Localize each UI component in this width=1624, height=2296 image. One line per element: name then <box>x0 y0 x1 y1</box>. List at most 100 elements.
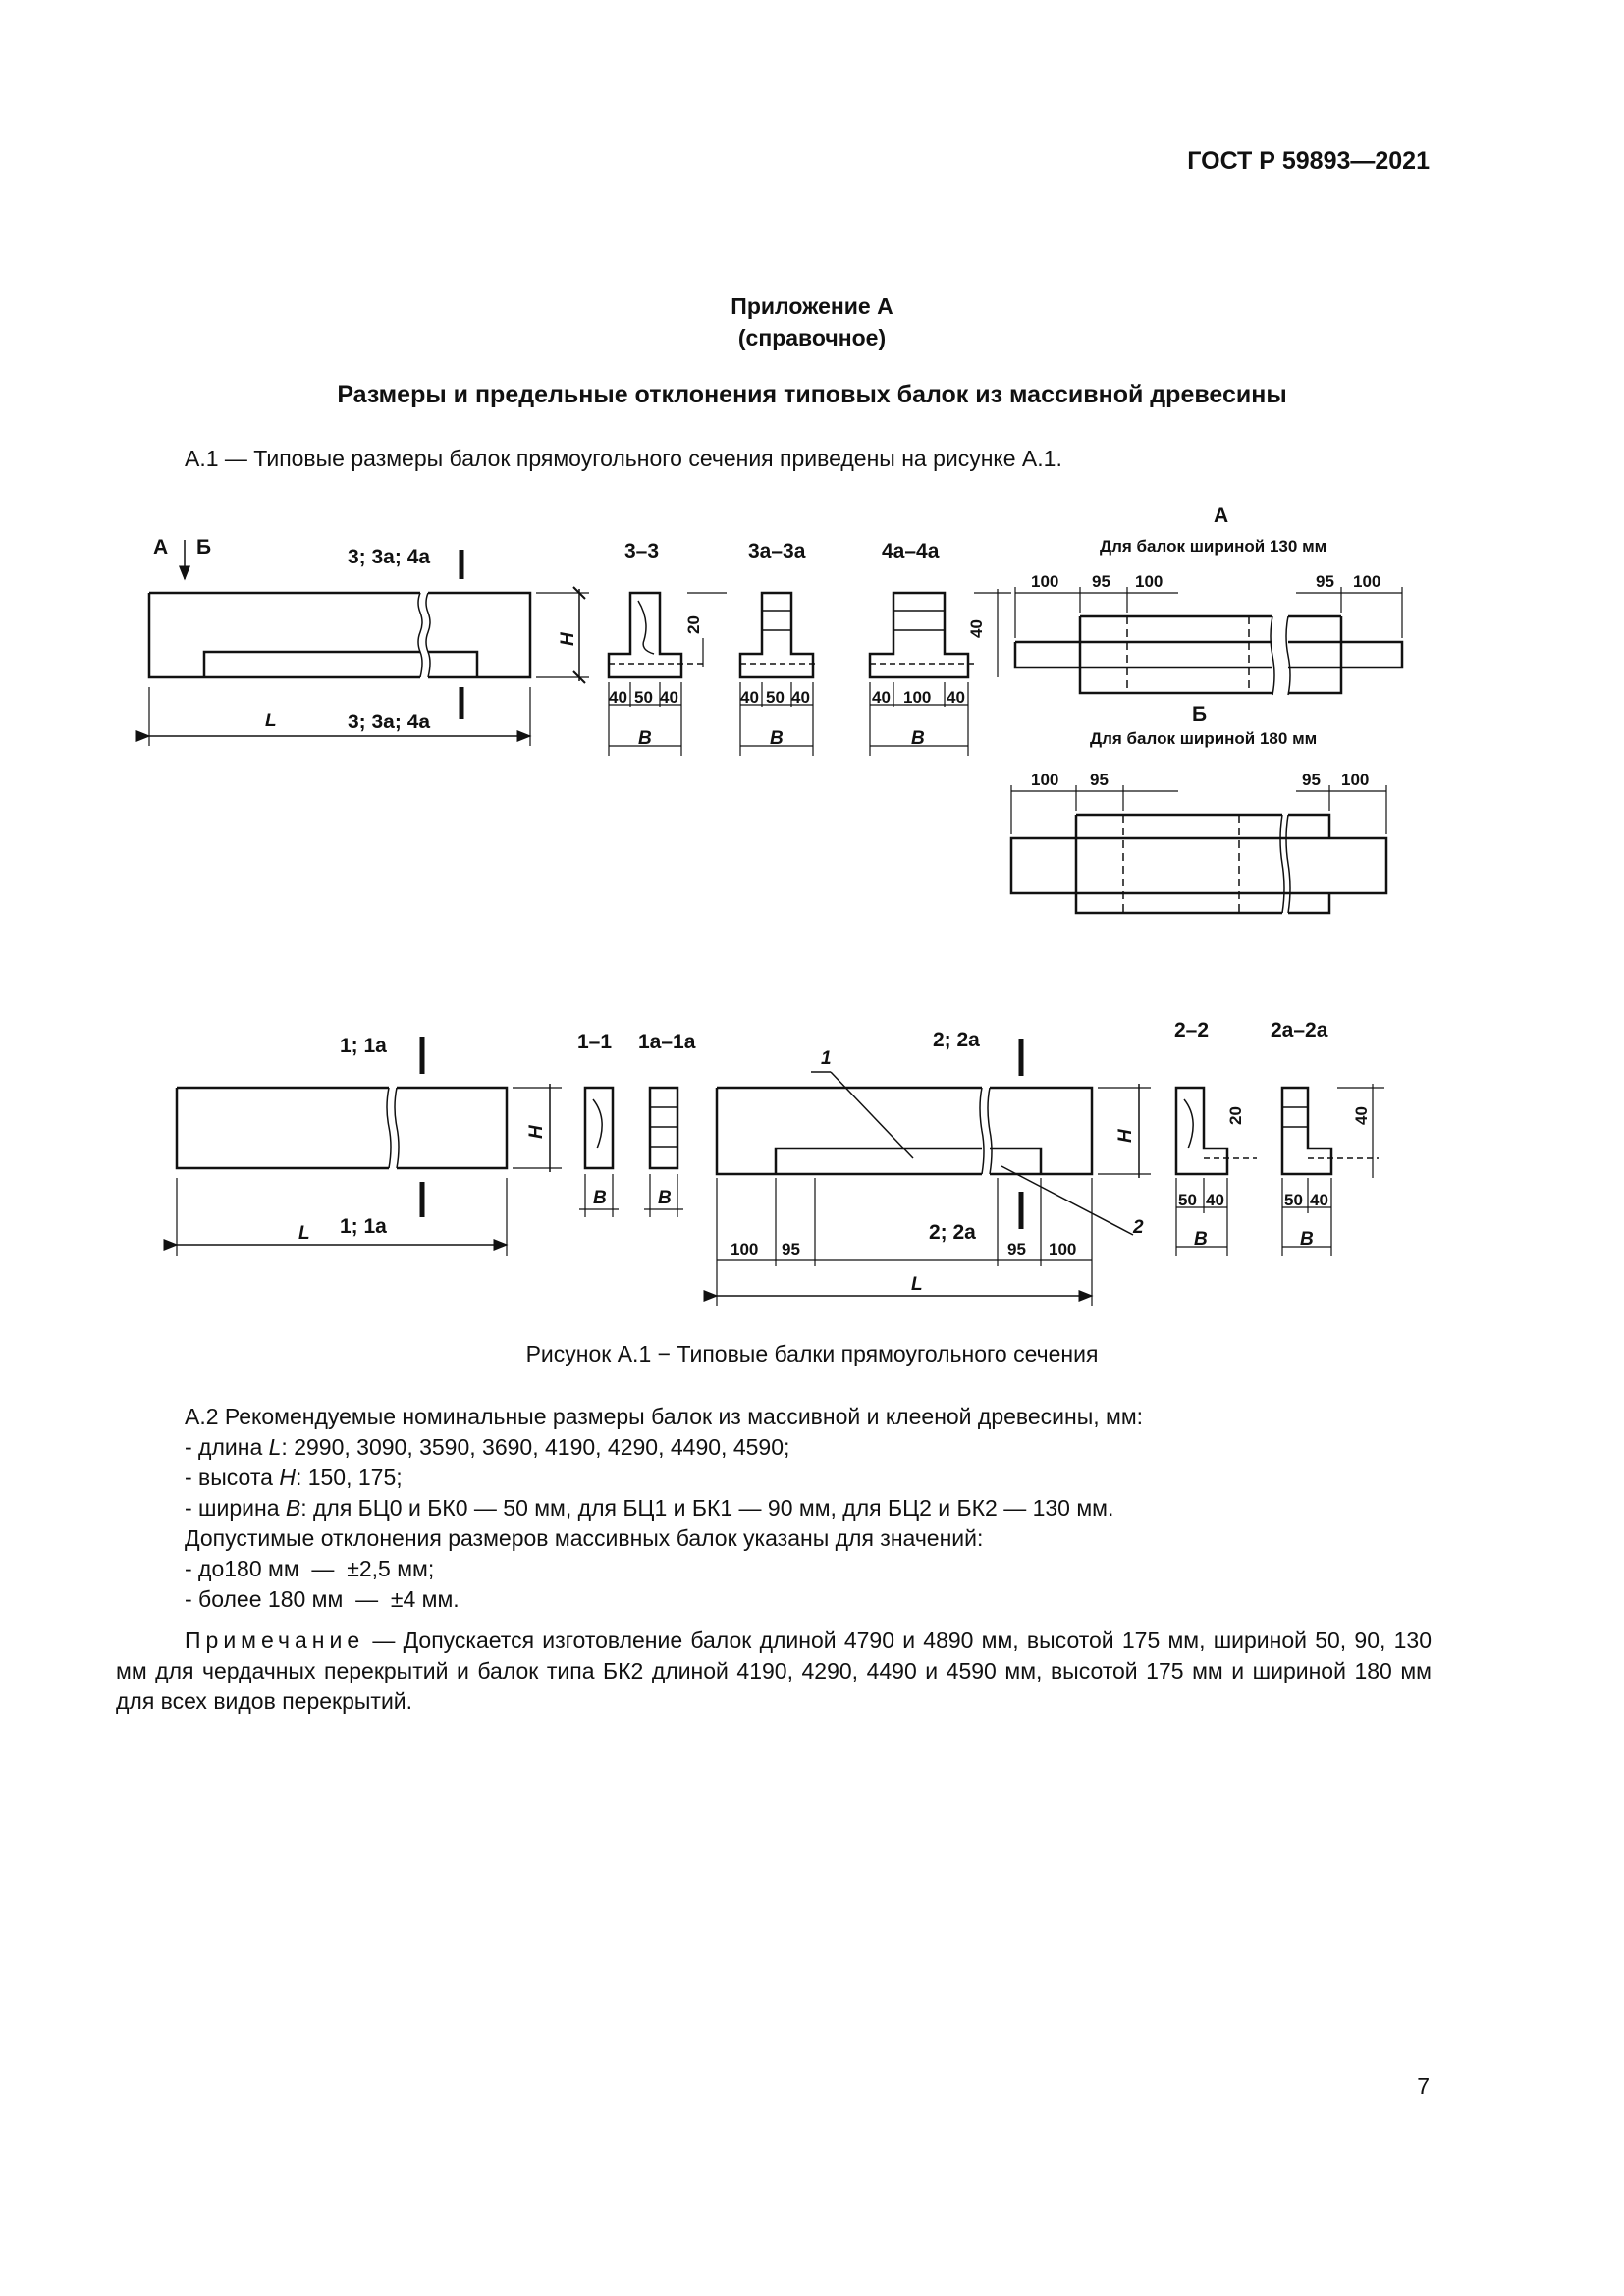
beam-top-left <box>135 540 589 746</box>
section-label-1-1: 1–1 <box>577 1031 612 1053</box>
a2-height-prefix: - высота <box>185 1465 280 1490</box>
view-a-130mm-shape <box>1013 587 1404 696</box>
section-label-4a-4a: 4а–4а <box>882 540 940 562</box>
a2-tolerance-2: - более 180 мм — ±4 мм. <box>185 1586 460 1612</box>
cut-label-3-bottom: 3; 3а; 4а <box>348 711 430 733</box>
dim-3-3-50: 50 <box>634 688 653 707</box>
cut-label-1-bottom: 1; 1а <box>340 1215 387 1238</box>
section-2a-2a-shape <box>1280 1084 1384 1256</box>
dim-4a-40b: 40 <box>947 688 965 707</box>
dim-bottom-95-right: 95 <box>1007 1240 1026 1258</box>
view-a-title: А <box>1214 505 1228 527</box>
position-2-label: 2 <box>1132 1217 1144 1238</box>
cut-label-3-top: 3; 3а; 4а <box>348 546 430 568</box>
view-b-dim-100-left: 100 <box>1031 771 1058 789</box>
dim-1-1-B: B <box>593 1188 607 1208</box>
a2-length-var: L <box>268 1434 282 1460</box>
section-1-1-shape <box>579 1086 619 1217</box>
dim-4a-40a: 40 <box>872 688 891 707</box>
dim-3-3-40a: 40 <box>609 688 627 707</box>
a2-width-var: B <box>285 1495 301 1521</box>
cut-label-2-bottom: 2; 2а <box>929 1221 976 1244</box>
dim-2-2-40: 40 <box>1206 1191 1224 1209</box>
figure-caption: Рисунок А.1 − Типовые балки прямоугольно… <box>525 1341 1099 1366</box>
dim-3a-50: 50 <box>766 688 785 707</box>
view-a-dim-95-right: 95 <box>1316 572 1334 591</box>
section-4a-4a-shape <box>868 589 1011 756</box>
section-2-2-shape <box>1174 1086 1257 1256</box>
dim-3a-B: B <box>770 728 784 749</box>
section-label-2-2: 2–2 <box>1174 1019 1209 1041</box>
page-number: 7 <box>1417 2073 1430 2099</box>
a2-width-values: : для БЦ0 и БК0 — 50 мм, для БЦ1 и БК1 —… <box>300 1495 1114 1521</box>
section-3a-3a-shape <box>738 591 819 756</box>
view-a-dim-100-left: 100 <box>1031 572 1058 591</box>
view-b-dim-95-left: 95 <box>1090 771 1109 789</box>
figure-a1-drawing: А Б 3; 3а; 4а 3; 3а; 4а L H 3–3 3а–3а 4а… <box>135 505 1404 1306</box>
a2-length-values: : 2990, 3090, 3590, 3690, 4190, 4290, 44… <box>281 1434 790 1460</box>
dim-bottom-100-left: 100 <box>731 1240 758 1258</box>
dim-bottom-95-left: 95 <box>782 1240 800 1258</box>
dim-4a-40-vert: 40 <box>967 619 986 638</box>
a2-tolerances-intro: Допустимые отклонения размеров массивных… <box>185 1525 984 1551</box>
view-b-title: Б <box>1192 703 1207 725</box>
view-arrow-label-b: Б <box>196 536 211 559</box>
paragraph-a2: А.2 Рекомендуемые номинальные размеры ба… <box>185 1402 1451 1615</box>
cut-label-1-top: 1; 1а <box>340 1035 387 1057</box>
annex-subtitle: (справочное) <box>737 325 887 350</box>
a2-intro: А.2 Рекомендуемые номинальные размеры ба… <box>185 1404 1144 1429</box>
a2-width-prefix: - ширина <box>185 1495 286 1521</box>
section-label-1a-1a: 1а–1а <box>638 1031 696 1053</box>
paragraph-a1: А.1 — Типовые размеры балок прямоугольно… <box>185 446 1062 471</box>
view-b-180mm-shape <box>1009 785 1388 915</box>
dim-2-2-B: B <box>1194 1229 1208 1250</box>
beam-bottom-middle <box>703 1039 1151 1306</box>
dim-label-H-top: H <box>558 631 578 646</box>
dim-label-L-bottom-middle: L <box>911 1274 923 1295</box>
dim-2a-40-vert: 40 <box>1352 1106 1371 1125</box>
dim-2a-50: 50 <box>1284 1191 1303 1209</box>
section-label-3a-3a: 3а–3а <box>748 540 806 562</box>
a2-height-line: - высота H: 150, 175; <box>185 1463 1451 1493</box>
note-label: Примечание <box>185 1628 365 1653</box>
section-1a-1a-shape <box>644 1086 683 1217</box>
view-b-note: Для балок шириной 180 мм <box>1090 729 1317 748</box>
cut-label-2-top: 2; 2а <box>933 1029 980 1051</box>
a2-height-var: H <box>279 1465 296 1490</box>
view-a-dim-100-right: 100 <box>1353 572 1380 591</box>
dim-1a-B: B <box>658 1188 672 1208</box>
note-paragraph: Примечание — Допускается изготовление ба… <box>116 1626 1432 1717</box>
dim-3a-40a: 40 <box>740 688 759 707</box>
dim-2-2-50: 50 <box>1178 1191 1197 1209</box>
dim-4a-100: 100 <box>903 688 931 707</box>
a2-length-prefix: - длина <box>185 1434 269 1460</box>
dim-4a-B: B <box>911 728 925 749</box>
document-standard-number: ГОСТ Р 59893—2021 <box>1187 147 1430 175</box>
a2-tolerance-1: - до180 мм — ±2,5 мм; <box>185 1556 435 1581</box>
view-a-note: Для балок шириной 130 мм <box>1100 537 1326 556</box>
dim-3-3-20: 20 <box>684 615 703 634</box>
view-b-dim-100-right: 100 <box>1341 771 1369 789</box>
view-a-dim-100-mid: 100 <box>1135 572 1163 591</box>
section-3-3-shape <box>607 591 727 756</box>
note-text: — Допускается изготовление балок длиной … <box>116 1628 1432 1714</box>
section-label-3-3: 3–3 <box>624 540 659 562</box>
dim-3-3-40b: 40 <box>660 688 678 707</box>
dim-label-L-top: L <box>265 711 277 731</box>
dim-2-2-20: 20 <box>1226 1106 1245 1125</box>
position-1-label: 1 <box>821 1048 832 1069</box>
beam-bottom-left <box>163 1037 562 1256</box>
dim-2a-40: 40 <box>1310 1191 1328 1209</box>
section-title: Размеры и предельные отклонения типовых … <box>337 381 1287 408</box>
a2-length-line: - длина L: 2990, 3090, 3590, 3690, 4190,… <box>185 1432 1451 1463</box>
annex-title: Приложение А <box>731 294 893 319</box>
view-arrow-label-a: А <box>153 536 168 559</box>
dim-label-L-bottom-left: L <box>298 1223 310 1244</box>
a2-height-values: : 150, 175; <box>295 1465 403 1490</box>
view-a-dim-95-left: 95 <box>1092 572 1110 591</box>
dim-3a-40b: 40 <box>791 688 810 707</box>
section-label-2a-2a: 2а–2а <box>1271 1019 1328 1041</box>
dim-bottom-100-right: 100 <box>1049 1240 1076 1258</box>
dim-label-H-bottom-middle: H <box>1115 1128 1136 1143</box>
view-b-dim-95-right: 95 <box>1302 771 1321 789</box>
